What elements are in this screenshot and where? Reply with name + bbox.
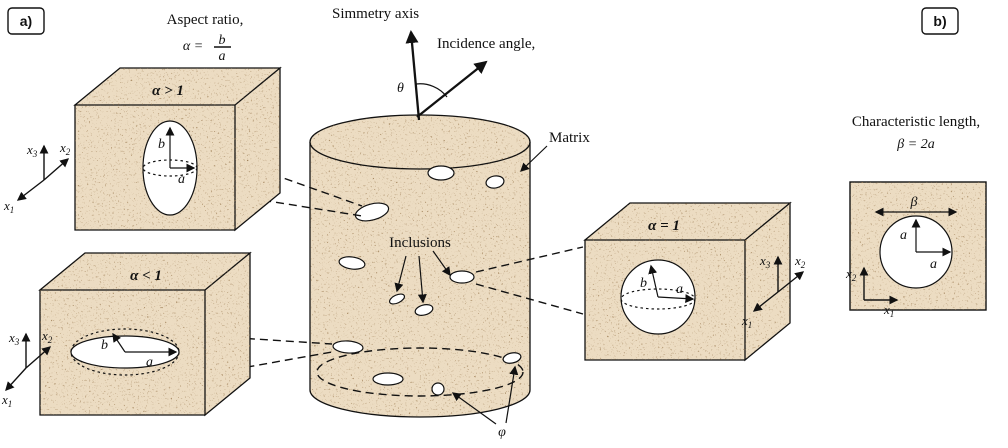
- incidence-angle-label: Incidence angle,: [437, 36, 535, 52]
- b-label: b: [158, 137, 165, 152]
- dashed-callout: [475, 283, 584, 315]
- box-label: α > 1: [152, 83, 184, 99]
- matrix-cylinder: [309, 114, 531, 418]
- bottom-section-dashed-ellipse: [316, 347, 524, 397]
- inclusion-ellipse: [502, 352, 522, 364]
- x2-axis: [43, 158, 70, 181]
- x1-axis: [16, 179, 45, 201]
- phi-arrow: [505, 365, 519, 424]
- alpha-equals: α =: [183, 39, 203, 54]
- fraction-denominator: a: [219, 49, 226, 64]
- a-label: a: [146, 355, 153, 370]
- matrix-arrow: [520, 145, 548, 172]
- a-axis-arrow: [657, 294, 695, 304]
- box-label: α < 1: [130, 268, 162, 284]
- beta-label: β: [910, 195, 918, 210]
- incidence-angle-arrow: [416, 60, 488, 118]
- inclusion-ellipse: [449, 270, 475, 284]
- inclusion-ellipse: [332, 340, 364, 354]
- a-label: a: [930, 257, 937, 272]
- inclusions-arrow: [417, 255, 427, 304]
- inclusion-ellipse: [427, 165, 455, 181]
- panel-b-tag: b): [933, 13, 946, 29]
- x1-label: x1: [1, 392, 12, 409]
- box-label: α = 1: [648, 218, 680, 234]
- x2-label: x2: [794, 253, 806, 270]
- aspect-ratio-label: Aspect ratio,: [167, 12, 244, 28]
- phi-label: φ: [498, 425, 506, 440]
- inclusion-ellipse: [372, 372, 404, 386]
- b-label: b: [640, 276, 647, 291]
- inclusions-arrow: [432, 250, 451, 277]
- axes-triad-box3: x3 x2 x1: [741, 253, 806, 330]
- box-alpha-eq-1: α = 1 b a: [584, 202, 791, 361]
- x1-axis: [5, 367, 27, 391]
- theta-arc: [415, 83, 448, 98]
- x2-axis: [25, 346, 52, 369]
- x1-label: x1: [883, 302, 894, 319]
- cylinder-outline: [309, 142, 531, 418]
- inclusions-arrow: [394, 255, 407, 293]
- phi-arrow: [451, 392, 497, 425]
- cylinder-top-texture: [310, 115, 530, 169]
- inclusion-ellipse: [354, 202, 390, 222]
- x2-label: x2: [41, 328, 53, 345]
- axes-panel-b: x2 x1: [845, 266, 899, 319]
- characteristic-length-formula: β = 2a: [896, 137, 934, 152]
- x3-label: x3: [26, 142, 38, 159]
- panel-b-square: β a a: [849, 181, 987, 311]
- x2-label: x2: [845, 266, 857, 283]
- panel-a-tag-box: [7, 7, 45, 35]
- b-axis-arrow: [112, 332, 126, 353]
- inclusions-group: [332, 165, 522, 396]
- a-label: a: [900, 228, 907, 243]
- x1-axis: [752, 291, 779, 312]
- fraction-numerator: b: [219, 33, 226, 48]
- axes-triad-box2: x3 x2 x1: [1, 328, 53, 409]
- x3-label: x3: [759, 253, 771, 270]
- inclusion-circle: [431, 382, 445, 396]
- box-alpha-gt-1: α > 1 b a: [74, 67, 281, 231]
- a-label: a: [676, 282, 683, 297]
- theta-label: θ: [397, 81, 404, 96]
- inclusion-ellipse: [388, 293, 406, 305]
- axes-triad-box1: x3 x2 x1: [3, 140, 71, 215]
- inclusion-ellipse: [485, 175, 505, 189]
- symmetry-axis-arrow: [405, 30, 421, 121]
- symmetry-axis-label: Simmetry axis: [332, 6, 419, 22]
- characteristic-length-label: Characteristic length,: [852, 114, 980, 130]
- x1-label: x1: [3, 198, 14, 215]
- panel-b-tag-box: [921, 7, 959, 35]
- b-label: b: [101, 338, 108, 353]
- dashed-callout: [475, 246, 584, 273]
- x2-axis: [777, 271, 805, 293]
- box-alpha-lt-1: α < 1 b a: [39, 252, 251, 416]
- matrix-label: Matrix: [549, 130, 590, 146]
- a-label: a: [178, 172, 185, 187]
- panel-a-tag: a): [20, 13, 32, 29]
- x1-label: x1: [741, 313, 752, 330]
- equator-dotted: [620, 288, 696, 310]
- x2-label: x2: [59, 140, 71, 157]
- inclusion-ellipse: [414, 304, 434, 316]
- b-axis-arrow: [648, 264, 659, 298]
- inclusion-ellipse: [338, 256, 366, 270]
- inclusions-label: Inclusions: [389, 235, 451, 251]
- x3-label: x3: [8, 330, 20, 347]
